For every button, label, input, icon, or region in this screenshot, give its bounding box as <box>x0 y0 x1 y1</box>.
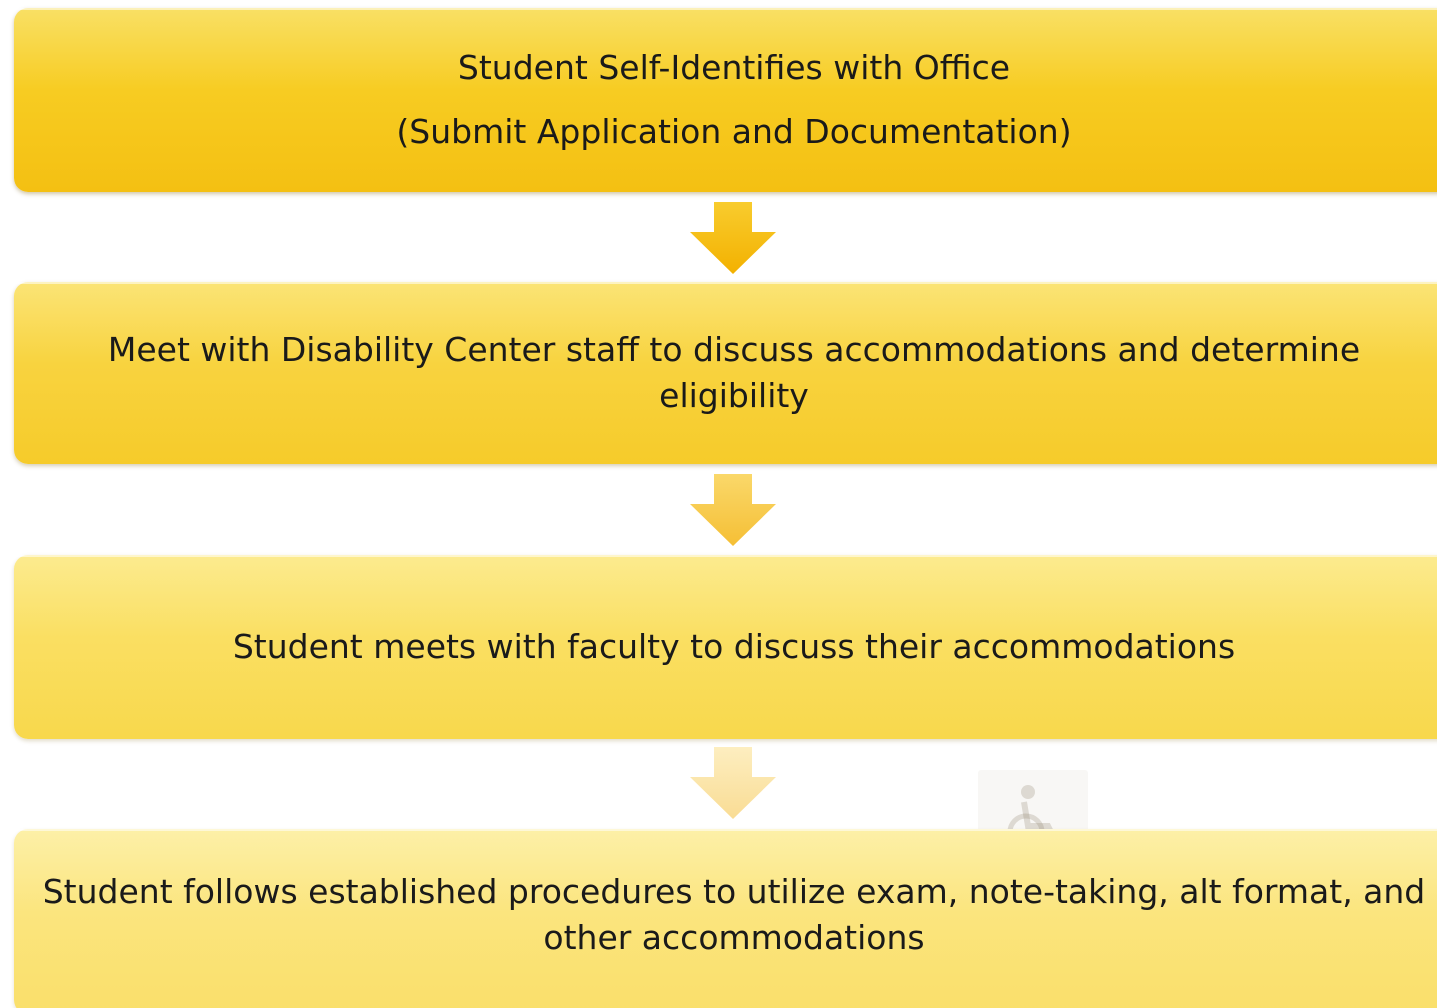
down-arrow-icon <box>688 745 778 821</box>
down-arrow-icon <box>688 472 778 548</box>
down-arrow-icon <box>688 200 778 276</box>
step-1-title: Student Self-Identifies with Office <box>457 48 1011 88</box>
step-2-box: Meet with Disability Center staff to dis… <box>14 282 1437 464</box>
step-3-text: Student meets with faculty to discuss th… <box>232 627 1236 667</box>
step-2-text: Meet with Disability Center staff to dis… <box>107 330 1361 415</box>
step-4-text: Student follows established procedures t… <box>42 872 1426 957</box>
step-1-box: Student Self-Identifies with Office (Sub… <box>14 8 1437 192</box>
step-4-box: Student follows established procedures t… <box>14 829 1437 1008</box>
step-3-box: Student meets with faculty to discuss th… <box>14 555 1437 739</box>
step-1-subtitle: (Submit Application and Documentation) <box>396 112 1072 151</box>
